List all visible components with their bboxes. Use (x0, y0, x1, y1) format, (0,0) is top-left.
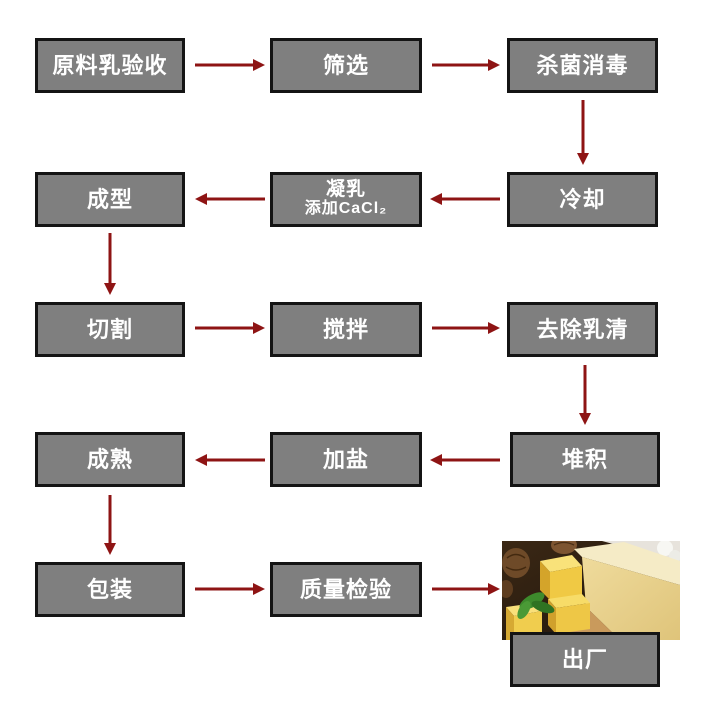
step-sublabel: 添加CaCl₂ (304, 200, 388, 218)
arrow-head (430, 193, 442, 205)
step-label: 去除乳清 (536, 316, 629, 342)
step-label: 冷却 (559, 186, 606, 212)
step-cooling: 冷却 (507, 172, 658, 227)
arrow-head (195, 454, 207, 466)
step-packaging: 包装 (35, 562, 185, 617)
arrow-head (577, 153, 589, 165)
step-label: 杀菌消毒 (536, 52, 629, 78)
step-whey-removal: 去除乳清 (507, 302, 658, 357)
step-quality-inspection: 质量检验 (270, 562, 422, 617)
cube-side (506, 607, 514, 640)
arrow-head (579, 413, 591, 425)
arrow-left (430, 454, 500, 466)
basil-leaf (517, 592, 555, 620)
arrow-right (432, 59, 500, 71)
cheese-wedge (574, 542, 680, 640)
cube-front (556, 603, 590, 634)
arrow-down (579, 365, 591, 425)
arrow-head (253, 59, 265, 71)
step-label: 原料乳验收 (52, 52, 168, 78)
cheese-photo (502, 541, 680, 640)
photo-backdrop (602, 541, 680, 567)
step-label: 成型 (86, 186, 133, 212)
step-stacking: 堆积 (510, 432, 660, 487)
arrow-left (195, 193, 265, 205)
leaf (531, 600, 555, 614)
step-label: 包装 (86, 576, 133, 602)
step-stirring: 搅拌 (270, 302, 422, 357)
step-molding: 成型 (35, 172, 185, 227)
arrow-right (195, 322, 265, 334)
step-sterilization: 杀菌消毒 (507, 38, 658, 93)
arrow-head (253, 322, 265, 334)
arrow-down (577, 100, 589, 165)
arrow-left (430, 193, 500, 205)
walnut (551, 541, 577, 554)
arrow-left (195, 454, 265, 466)
arrow-down (104, 233, 116, 295)
arrow-right (432, 583, 500, 595)
cheese-cube (540, 555, 582, 600)
step-screening: 筛选 (270, 38, 422, 93)
walnut-shell (502, 580, 513, 598)
step-salting: 加盐 (270, 432, 422, 487)
step-shipment: 出厂 (510, 632, 660, 687)
arrow-head (488, 322, 500, 334)
cheese-cube (548, 594, 590, 634)
walnut-texture (505, 553, 527, 571)
arrow-head (253, 583, 265, 595)
arrow-head (488, 583, 500, 595)
walnut (502, 580, 513, 598)
step-ripening: 成熟 (35, 432, 185, 487)
arrow-head (430, 454, 442, 466)
walnut-texture (553, 541, 575, 546)
step-label: 筛选 (322, 52, 369, 78)
wedge-top (574, 542, 680, 585)
arrow-head (195, 193, 207, 205)
step-label: 加盐 (322, 446, 369, 472)
walnut-shell (502, 548, 530, 578)
cube-top (540, 555, 582, 572)
arrow-head (488, 59, 500, 71)
cube-side (540, 561, 550, 600)
leaf (517, 600, 531, 620)
arrow-head (104, 283, 116, 295)
cube-front (550, 566, 582, 600)
step-label: 成熟 (86, 446, 133, 472)
step-label: 切割 (86, 316, 133, 342)
arrow-right (195, 59, 265, 71)
arrow-down (104, 495, 116, 555)
walnut-shell (551, 541, 577, 554)
step-cutting: 切割 (35, 302, 185, 357)
step-label: 出厂 (561, 646, 608, 672)
step-label: 质量检验 (299, 576, 392, 602)
walnut (502, 548, 530, 578)
step-label: 堆积 (561, 446, 608, 472)
step-label: 搅拌 (322, 316, 369, 342)
cutting-board (562, 607, 620, 640)
garnish (657, 541, 673, 556)
wedge-front (582, 557, 680, 640)
cube-top (548, 594, 590, 608)
arrow-right (432, 322, 500, 334)
arrow-right (195, 583, 265, 595)
arrow-head (104, 543, 116, 555)
step-coagulation: 凝乳 添加CaCl₂ (270, 172, 422, 227)
step-raw-milk-inspection: 原料乳验收 (35, 38, 185, 93)
step-label: 凝乳 (325, 179, 366, 201)
